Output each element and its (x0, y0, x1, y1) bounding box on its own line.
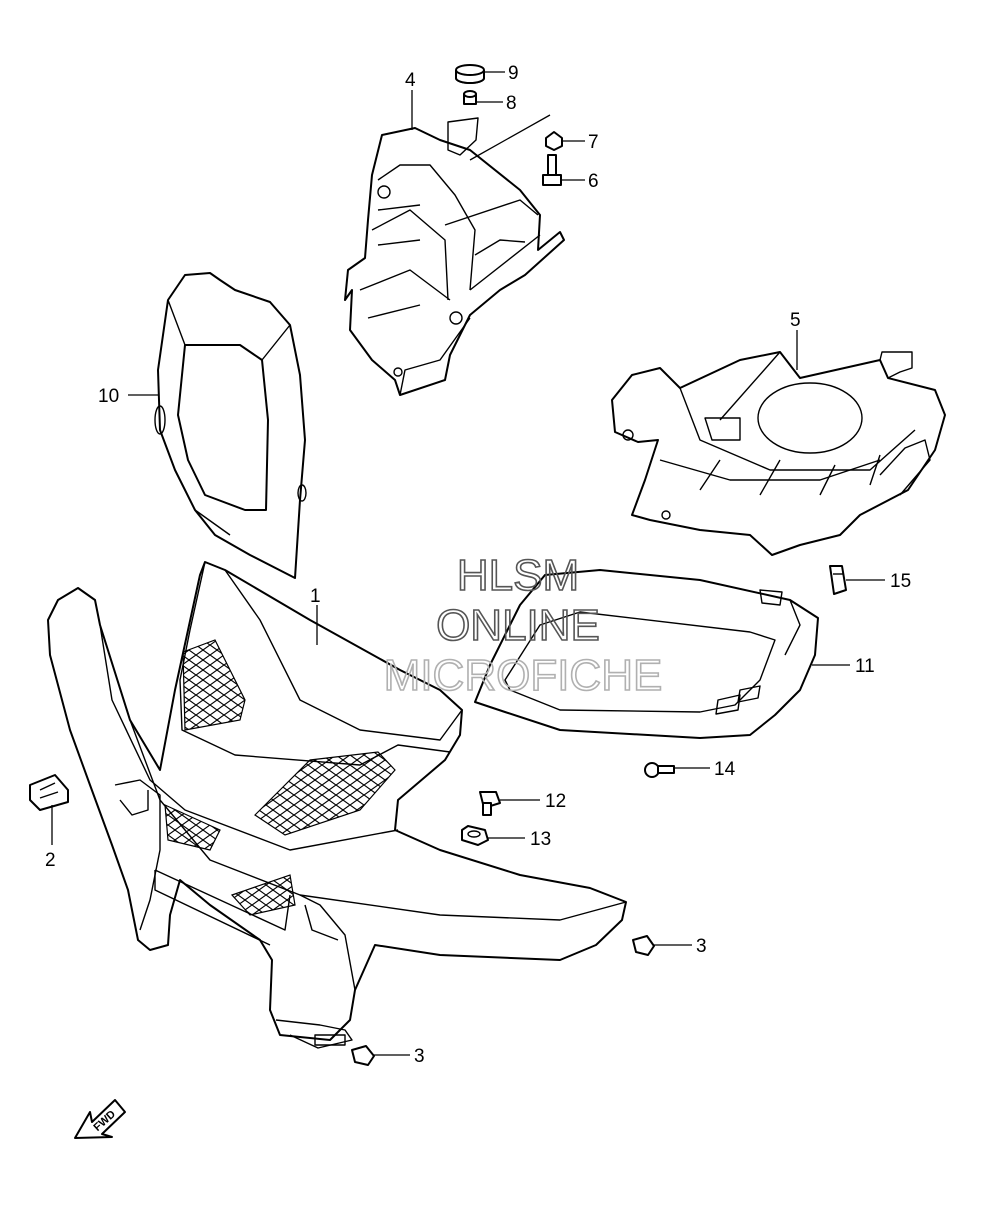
rivet-3-upper[interactable] (632, 935, 655, 956)
headlight-rim-left[interactable] (154, 272, 307, 579)
headlight-bracket-upper[interactable] (344, 117, 565, 396)
screw-14[interactable] (644, 762, 675, 778)
headlight-cover-right[interactable] (474, 569, 819, 739)
watermark-line-3: MICROFICHE (384, 651, 663, 700)
callout-12: 12 (545, 791, 566, 812)
callout-13: 13 (530, 829, 551, 850)
rivet-3-lower[interactable] (351, 1045, 375, 1066)
callout-6: 6 (588, 171, 599, 192)
callout-7: 7 (588, 132, 599, 153)
screw-12[interactable] (479, 791, 501, 816)
callout-14: 14 (714, 759, 736, 780)
clip-nut-15[interactable] (829, 565, 847, 595)
watermark-line-2: ONLINE (436, 601, 600, 650)
front-fender-main[interactable] (47, 561, 627, 1049)
callout-4: 4 (405, 70, 416, 91)
grommet-13[interactable] (461, 825, 489, 846)
callout-11: 11 (855, 656, 875, 677)
collar-8[interactable] (463, 90, 477, 105)
callout-2: 2 (45, 850, 56, 871)
clip-2[interactable] (29, 774, 69, 811)
watermark: HLSM ONLINE MICROFICHE (383, 550, 663, 701)
callout-1: 1 (310, 586, 321, 607)
watermark-line-1: HLSM (457, 551, 579, 600)
callout-8: 8 (506, 93, 517, 114)
callout-3-lower: 3 (414, 1046, 425, 1067)
leader-lines (51, 71, 885, 1056)
callout-10: 10 (98, 386, 119, 407)
bolt-6[interactable] (542, 154, 562, 186)
callout-9: 9 (508, 63, 519, 84)
callout-15: 15 (890, 571, 911, 592)
fwd-arrow-icon: FWD (74, 1099, 126, 1139)
grommet-9[interactable] (455, 64, 485, 84)
callout-3-upper: 3 (696, 936, 707, 957)
headlight-bracket-lower[interactable] (611, 351, 946, 556)
callout-numbers: 9 8 7 6 4 5 10 1 2 15 11 14 12 13 3 3 (45, 63, 911, 1067)
nut-7[interactable] (545, 131, 563, 151)
callout-5: 5 (790, 310, 801, 331)
